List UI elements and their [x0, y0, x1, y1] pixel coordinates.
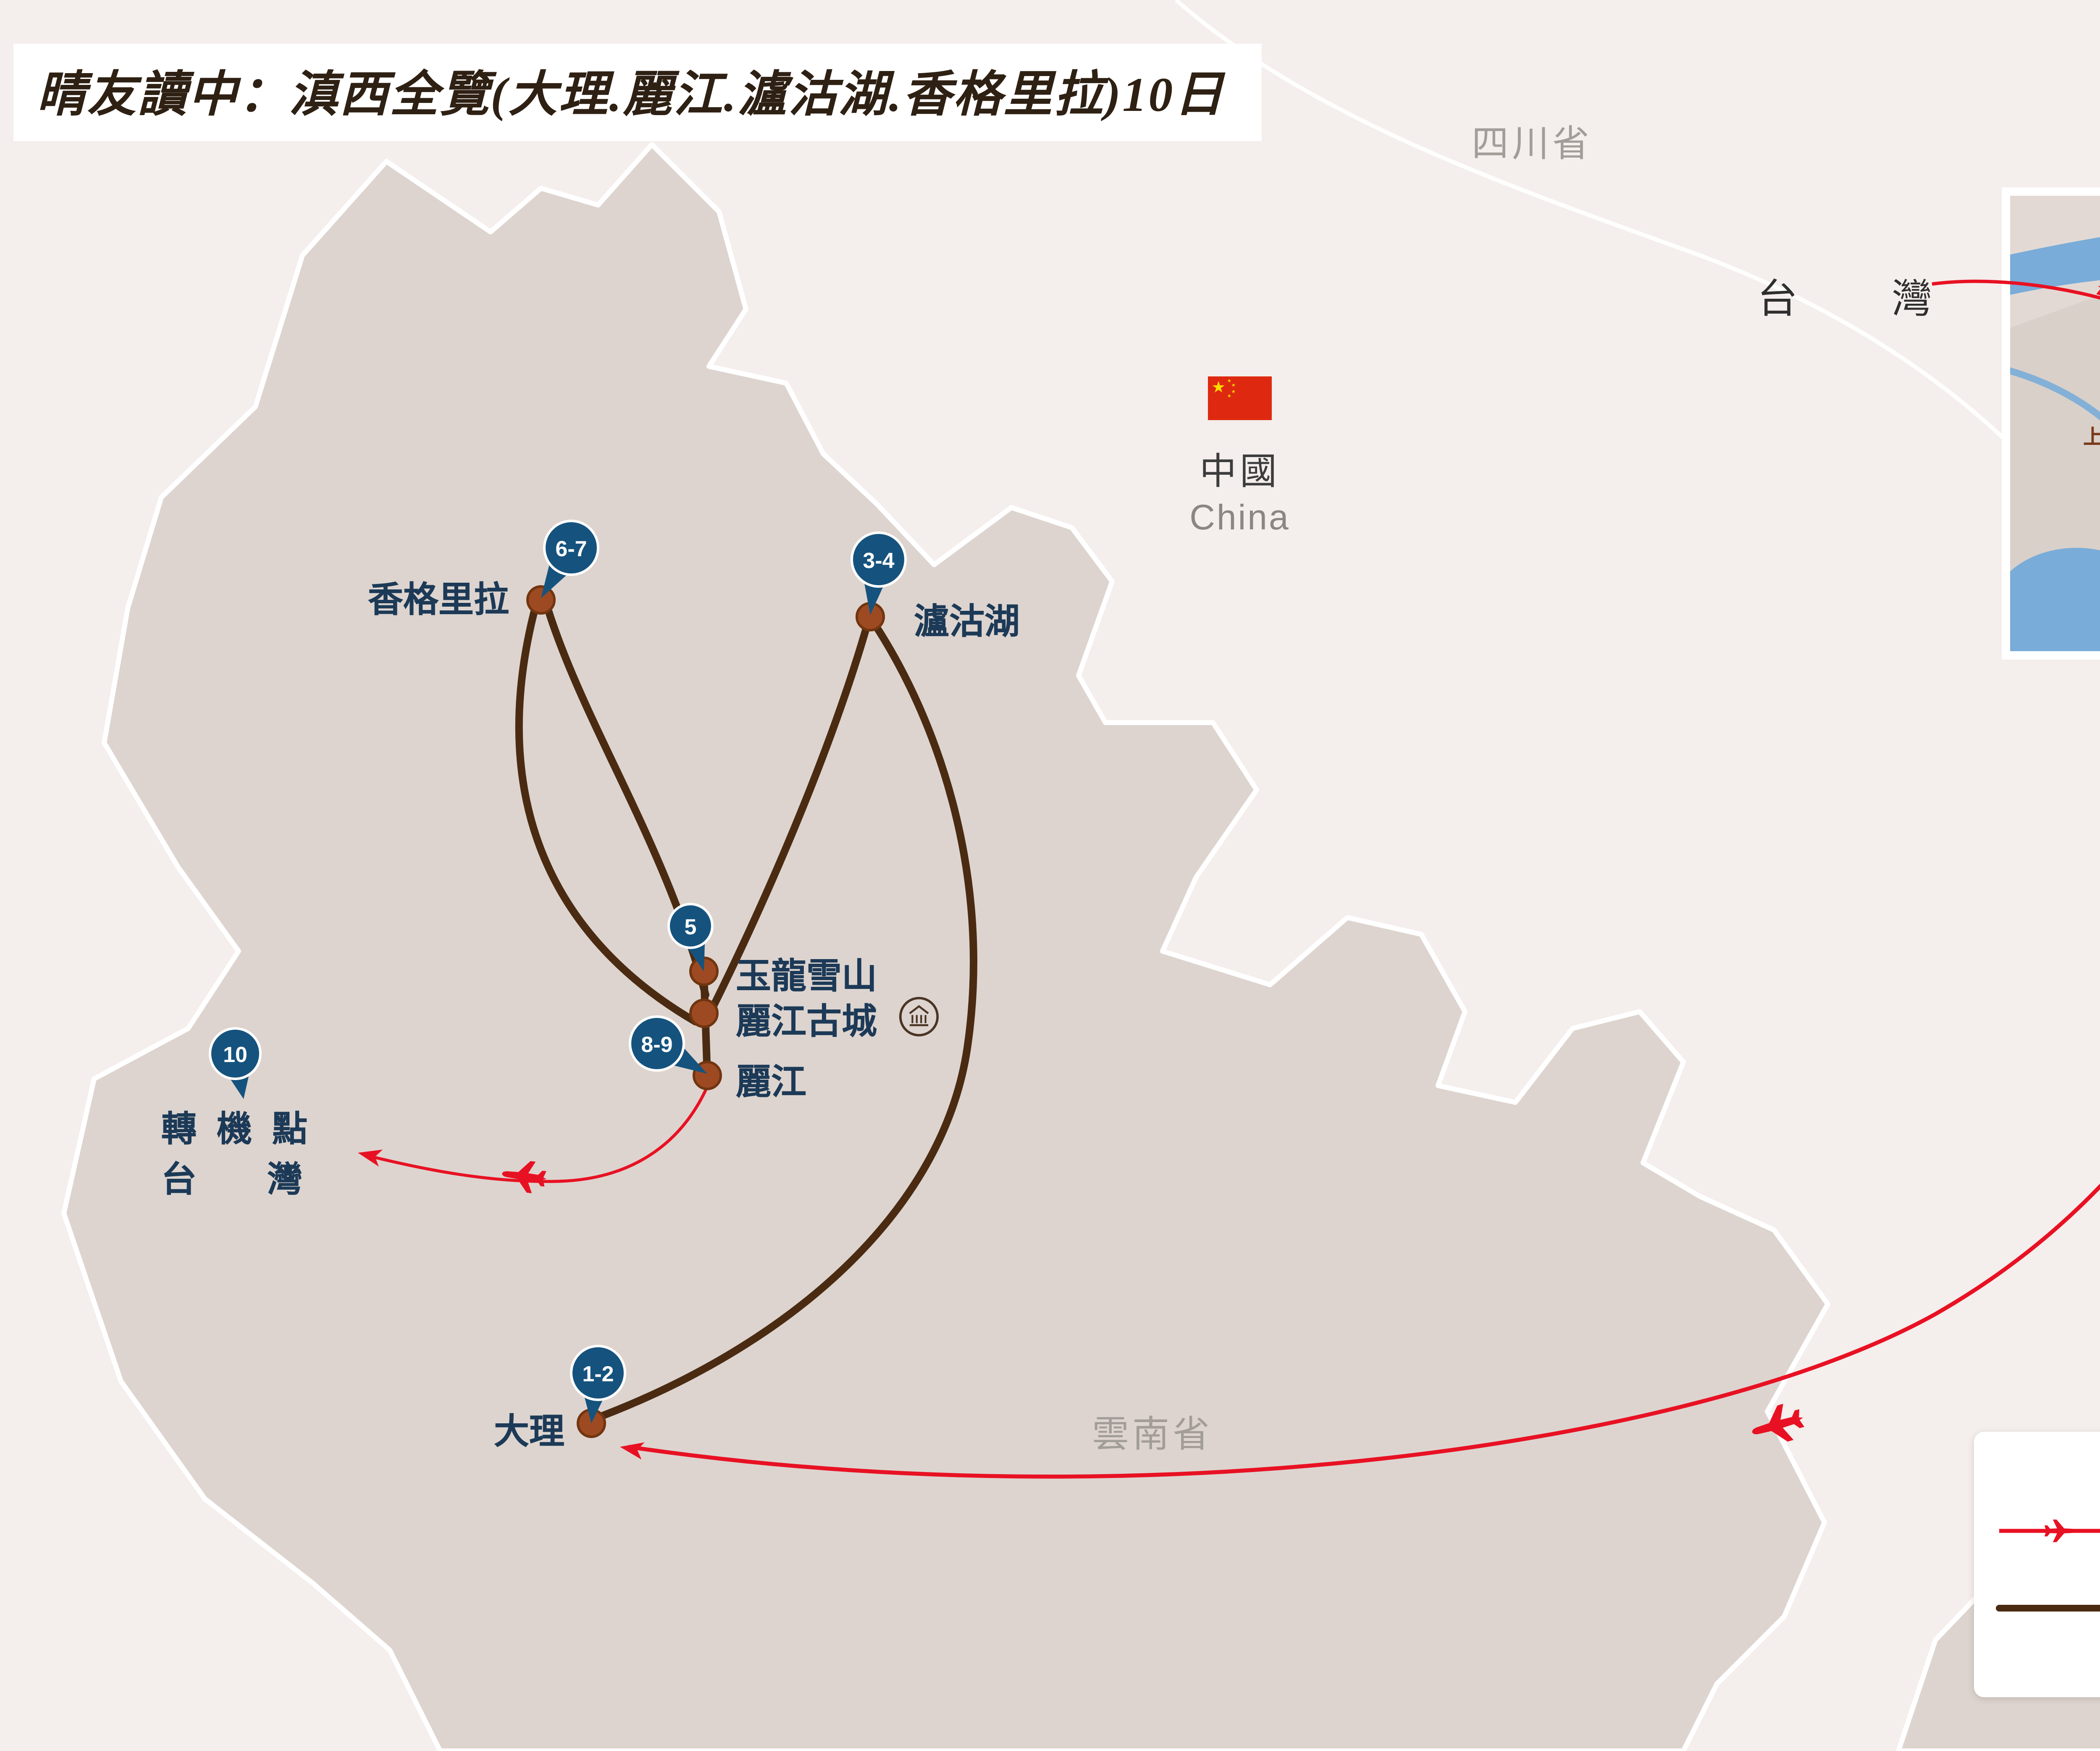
label-shanghai-bicester-village: 上海比斯特購物村 [2083, 422, 2100, 450]
stop-dot-lijiang-old-town [689, 999, 719, 1028]
pin-shangrila: 6-7 [541, 520, 599, 598]
label-shangrila: 香格里拉 [368, 581, 509, 620]
label-lijiang-old-town: 麗江古城 [736, 1003, 877, 1042]
transfer-line2: 台灣 [161, 1161, 373, 1200]
flight-routes [356, 270, 2100, 1479]
pin-jade-dragon: 5 [667, 903, 714, 971]
page-title: 晴友讀中：滇西全覽(大理.麗江.瀘沽湖.香格里拉)10日 [13, 44, 1262, 141]
inset-border [2002, 187, 2100, 660]
pin-days-jade-dragon: 5 [685, 915, 697, 939]
label-china-zh: 中國 [1199, 450, 1280, 492]
china-flag-icon [1208, 376, 1272, 420]
label-sichuan-province: 四川省 [1472, 123, 1593, 165]
country-block: 中國 China [1164, 376, 1315, 539]
route-shangrila-lijiang [515, 601, 699, 1025]
label-dali: 大理 [494, 1413, 564, 1452]
label-taiwan: 台灣 [1757, 277, 2026, 323]
pin-days-dali: 1-2 [582, 1362, 614, 1386]
yunnan-province-shape [61, 142, 1830, 1751]
legend-drive-icon [1996, 1590, 2100, 1627]
land-masses [61, 0, 2100, 1751]
stop-dot-shangrila [526, 585, 556, 615]
label-china-en: China [1189, 499, 1290, 538]
province-border-line [1174, 0, 2011, 445]
flight-lijiang-taiwan [362, 1078, 712, 1183]
label-jade-dragon-snow-mountain: 玉龍雪山 [736, 958, 877, 996]
label-yunnan-province: 雲南省 [1092, 1413, 1213, 1455]
label-lugu-lake: 瀘沽湖 [914, 603, 1020, 642]
unesco-icon-lijiang-old-town [897, 995, 941, 1039]
route-lugu-lijiang [707, 616, 872, 1015]
inset-map [2002, 187, 2100, 660]
flight-taiwan-shanghai [1932, 279, 2100, 300]
transfer-line1: 轉機點 [161, 1111, 328, 1149]
legend-flight-icon [1996, 1512, 2100, 1549]
legend: 飛機 行車 主要停留點 住宿點（天數） UNESCO 世界遺產 [1974, 1432, 2100, 1697]
label-taiwan-transfer-point: 轉機點 台灣 [161, 1106, 373, 1207]
pin-dali: 1-2 [570, 1345, 626, 1423]
flight-shanghai-dali [628, 1183, 2100, 1479]
driving-routes [515, 601, 977, 1424]
pin-days-lugu: 3-4 [863, 549, 894, 573]
inset-lake-tai [2006, 548, 2100, 655]
pin-days-shangrila: 6-7 [555, 537, 587, 561]
day-pins: 6-7 3-4 5 8-9 10 [209, 520, 907, 1423]
pin-lugu: 3-4 [850, 531, 907, 615]
route-dali-lugu [588, 621, 977, 1424]
pin-days-transfer: 10 [223, 1043, 247, 1067]
label-lijiang: 麗江 [736, 1064, 806, 1102]
pin-lijiang: 8-9 [629, 1015, 707, 1074]
inset-west-river [2006, 366, 2100, 421]
inset-yangtze-river [2006, 237, 2100, 296]
pin-days-lijiang: 8-9 [641, 1033, 672, 1057]
pin-transfer: 10 [209, 1027, 262, 1099]
